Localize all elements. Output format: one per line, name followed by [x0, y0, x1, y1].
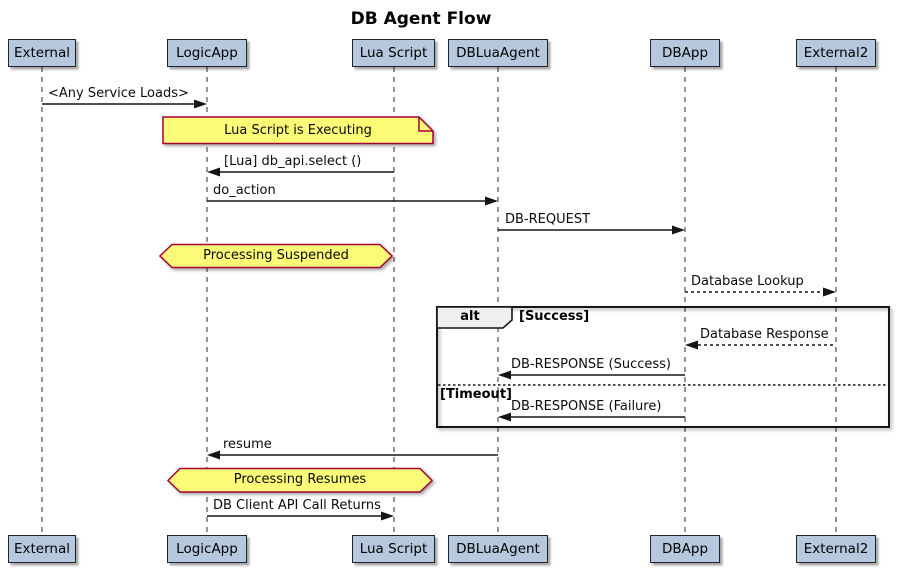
arrowhead-right-icon [672, 225, 685, 235]
alt-guard-timeout: [Timeout] [440, 387, 512, 402]
participant-label: Lua Script [359, 45, 428, 61]
participant-logicapp-bottom: LogicApp [167, 535, 247, 563]
hexagon-text-processing-suspended: Processing Suspended [203, 248, 349, 263]
arrowhead-left-icon [207, 450, 220, 460]
participant-label: LogicApp [176, 45, 238, 61]
message-label-db-request: DB-REQUEST [505, 212, 591, 227]
participant-label: DBLuaAgent [456, 45, 540, 61]
arrowhead-left-icon [498, 370, 511, 380]
arrowhead-left-icon [498, 412, 511, 422]
message-label-database-response: Database Response [700, 327, 829, 342]
lifelines [41, 67, 837, 535]
hexagon-text-processing-resumes: Processing Resumes [233, 472, 367, 487]
participant-label: External2 [803, 45, 869, 61]
arrowhead-right-icon [194, 99, 207, 109]
participant-label: DBLuaAgent [456, 541, 540, 557]
note-fold-icon [418, 117, 433, 132]
message-label-any-service-loads: <Any Service Loads> [48, 86, 189, 101]
participant-label: DBApp [661, 45, 709, 61]
message-label-resume: resume [223, 437, 272, 452]
alt-guard-success: [Success] [519, 309, 590, 324]
participant-label: Lua Script [359, 541, 428, 557]
message-arrowheads [194, 99, 836, 521]
participant-label: External [13, 45, 70, 61]
hexagon-note-processing-resumes [166, 467, 434, 493]
participant-dbluaagent-top: DBLuaAgent [448, 39, 548, 67]
message-label-do-action: do_action [213, 183, 276, 198]
participant-label: DBApp [661, 541, 709, 557]
participant-logicapp-top: LogicApp [167, 39, 247, 67]
message-label-db-api-select: [Lua] db_api.select () [224, 154, 362, 169]
arrowhead-right-icon [823, 287, 836, 297]
message-lines [42, 103, 836, 517]
message-label-db-response-success: DB-RESPONSE (Success) [511, 357, 671, 372]
participant-lua-script-bottom: Lua Script [352, 535, 435, 563]
message-label-database-lookup: Database Lookup [691, 274, 804, 289]
participant-lua-script-top: Lua Script [352, 39, 435, 67]
hexagon-note-processing-suspended [158, 243, 394, 269]
participant-external2-top: External2 [796, 39, 876, 67]
participant-dbapp-bottom: DBApp [650, 535, 720, 563]
note-shape [162, 116, 434, 145]
arrowhead-left-icon [207, 167, 220, 177]
arrowhead-right-icon [485, 196, 498, 206]
alt-operator-label: alt [460, 309, 480, 324]
message-label-db-response-failure: DB-RESPONSE (Failure) [511, 399, 662, 414]
participant-label: External [13, 541, 70, 557]
participant-external2-bottom: External2 [796, 535, 876, 563]
alt-operator-pentagon [436, 306, 513, 329]
message-label-db-client-api-call-returns: DB Client API Call Returns [213, 498, 381, 513]
participant-external-top: External [8, 39, 76, 67]
participant-dbluaagent-bottom: DBLuaAgent [448, 535, 548, 563]
participant-external-bottom: External [8, 535, 76, 563]
participant-label: LogicApp [176, 541, 238, 557]
participant-dbapp-top: DBApp [650, 39, 720, 67]
arrowhead-left-icon [685, 340, 698, 350]
alt-frame-border [436, 306, 890, 428]
diagram-title: DB Agent Flow [350, 9, 492, 29]
participant-label: External2 [803, 541, 869, 557]
arrowhead-right-icon [381, 511, 394, 521]
note-text-lua-script-executing: Lua Script is Executing [224, 123, 372, 138]
